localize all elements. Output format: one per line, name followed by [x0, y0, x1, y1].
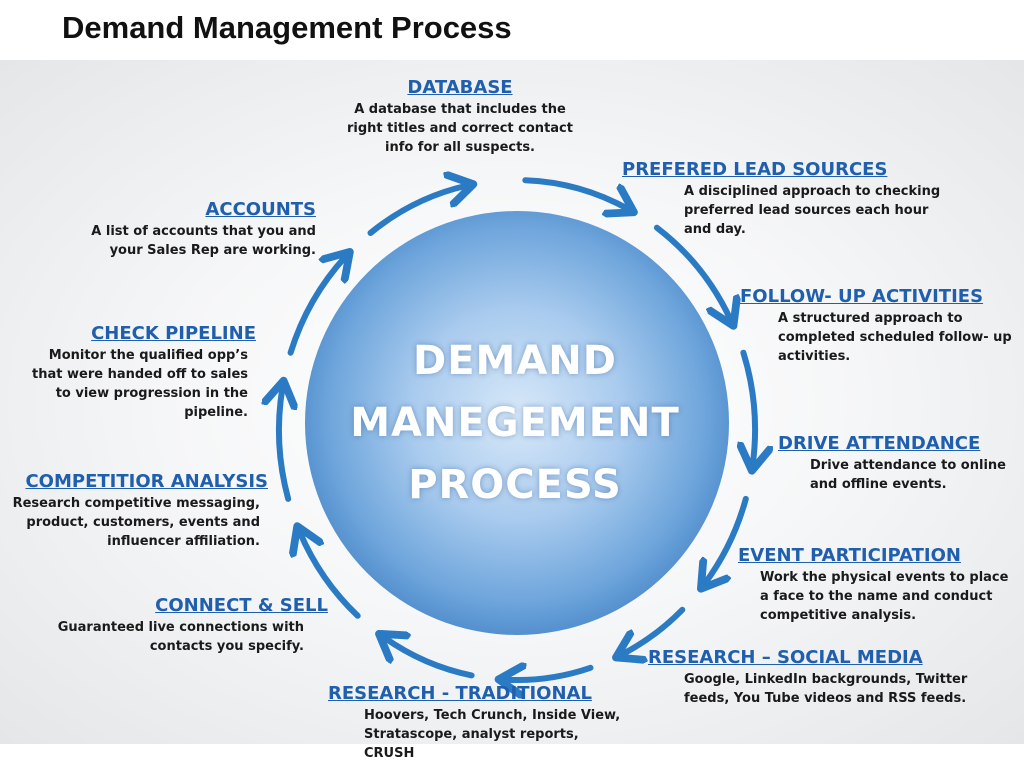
cycle-arrow [653, 224, 731, 321]
node-research-social-media-desc: Google, LinkedIn backgrounds, Twitter fe… [684, 672, 968, 706]
node-follow-up-activities-desc: A structured approach to completed sched… [778, 311, 1012, 364]
node-accounts-heading: ACCOUNTS [205, 199, 316, 220]
node-database: DATABASE A database that includes the ri… [340, 76, 580, 157]
cycle-arrow [300, 532, 361, 619]
node-connect-sell-desc: Guaranteed live connections with contact… [57, 620, 304, 654]
cycle-arrow [287, 256, 346, 356]
node-research-traditional-desc: Hoovers, Tech Crunch, Inside View, Strat… [364, 708, 621, 761]
node-research-social-media: RESEARCH – SOCIAL MEDIA Google, LinkedIn… [648, 646, 988, 708]
node-research-social-media-heading: RESEARCH – SOCIAL MEDIA [648, 647, 923, 668]
center-line-1: DEMAND [413, 338, 617, 384]
cycle-diagram [0, 0, 1024, 744]
cycle-arrow [621, 606, 686, 655]
cycle-arrow [743, 349, 755, 465]
node-prefered-lead-sources-heading: PREFERED LEAD SOURCES [622, 159, 888, 180]
center-circle [305, 211, 729, 635]
center-line-2: MANEGEMENT [350, 400, 680, 446]
center-line-3: PROCESS [408, 462, 622, 508]
cycle-arrow [505, 668, 594, 680]
node-check-pipeline: CHECK PIPELINE Monitor the qualified opp… [20, 322, 256, 422]
node-event-participation-desc: Work the physical events to place a face… [760, 570, 1009, 623]
node-competitor-analysis: COMPETITIOR ANALYSIS Research competitiv… [0, 470, 268, 551]
node-accounts-desc: A list of accounts that you and your Sal… [91, 224, 316, 258]
node-competitor-analysis-desc: Research competitive messaging, product,… [12, 496, 260, 549]
node-research-traditional: RESEARCH - TRADITIONAL Hoovers, Tech Cru… [328, 682, 628, 763]
node-check-pipeline-desc: Monitor the qualified opp’s that were ha… [32, 348, 248, 420]
cycle-arrow [522, 177, 628, 209]
node-drive-attendance: DRIVE ATTENDANCE Drive attendance to onl… [778, 432, 1018, 494]
node-accounts: ACCOUNTS A list of accounts that you and… [60, 198, 316, 260]
cycle-ring [279, 180, 755, 680]
cycle-arrow [279, 387, 288, 502]
node-drive-attendance-desc: Drive attendance to online and offline e… [810, 458, 1006, 492]
cycle-arrow [705, 495, 749, 584]
node-drive-attendance-heading: DRIVE ATTENDANCE [778, 433, 981, 454]
node-connect-sell: CONNECT & SELL Guaranteed live connectio… [30, 594, 328, 656]
node-prefered-lead-sources: PREFERED LEAD SOURCES A disciplined appr… [622, 158, 952, 239]
node-follow-up-activities-heading: FOLLOW- UP ACTIVITIES [740, 286, 984, 307]
node-research-traditional-heading: RESEARCH - TRADITIONAL [328, 683, 592, 704]
node-event-participation-heading: EVENT PARTICIPATION [738, 545, 961, 566]
page-title: Demand Management Process [62, 10, 512, 45]
cycle-arrow [384, 637, 475, 679]
cycle-arrow [367, 186, 468, 236]
node-event-participation: EVENT PARTICIPATION Work the physical ev… [738, 544, 1022, 625]
center-label: DEMAND MANEGEMENT PROCESS [320, 330, 710, 516]
node-database-desc: A database that includes the right title… [347, 102, 573, 155]
node-connect-sell-heading: CONNECT & SELL [155, 595, 328, 616]
node-database-heading: DATABASE [407, 77, 513, 98]
node-check-pipeline-heading: CHECK PIPELINE [91, 323, 256, 344]
node-competitor-analysis-heading: COMPETITIOR ANALYSIS [25, 471, 268, 492]
node-prefered-lead-sources-desc: A disciplined approach to checking prefe… [684, 184, 941, 237]
node-follow-up-activities: FOLLOW- UP ACTIVITIES A structured appro… [740, 285, 1022, 366]
